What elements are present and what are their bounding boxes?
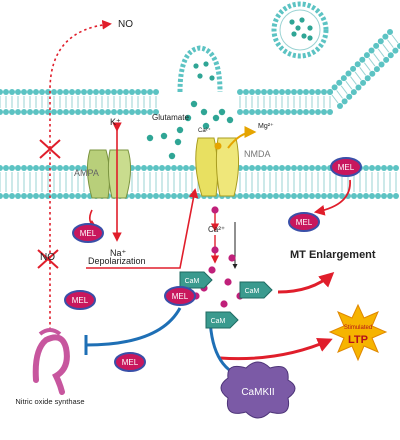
arrows — [37, 19, 351, 388]
text-labels: NO NO K⁺ Glutamate Ca²⁺ Mg²⁺ AMPA NMDA N… — [40, 19, 376, 266]
cam-protein: CaM — [205, 311, 239, 329]
inhibition-nos — [85, 307, 182, 347]
mel-label: MEL — [122, 358, 139, 367]
calcium-dots — [192, 206, 244, 308]
depolarization-arrow — [160, 188, 199, 269]
cam-protein: CaM — [179, 271, 213, 289]
glutamate-molecule — [200, 108, 208, 116]
mt-enlargement-label: MT Enlargement — [290, 249, 376, 261]
cam-label: CaM — [185, 278, 200, 285]
calcium-ion — [211, 246, 219, 254]
glutamate-molecule — [174, 138, 182, 146]
mel-label: MEL — [172, 292, 189, 301]
glutamate-molecule — [202, 122, 210, 130]
glutamate-molecule — [226, 116, 234, 124]
cam-protein: CaM — [239, 281, 273, 299]
glutamate-dots — [146, 100, 234, 160]
ca-small-label: Ca²⁺ — [198, 127, 211, 134]
presynaptic-membrane-curve — [327, 29, 400, 109]
calcium-ion — [224, 278, 232, 286]
glutamate-molecule — [146, 134, 154, 142]
no-top-label: NO — [118, 19, 133, 30]
nmda-label: NMDA — [244, 149, 271, 159]
depolarization-label: Depolarization — [88, 256, 146, 266]
calcium-ion — [208, 266, 216, 274]
mg-ion — [214, 142, 222, 150]
mg-label: Mg²⁺ — [258, 123, 274, 130]
calcium-ion — [211, 206, 219, 214]
mel-badge: MEL — [330, 157, 362, 177]
calcium-ion — [228, 254, 236, 262]
camkii-label: CaMKII — [241, 387, 274, 398]
glutamate-molecule — [160, 132, 168, 140]
block-x-upper — [39, 139, 61, 159]
camkii: CaMKII — [220, 361, 296, 419]
presynaptic-membrane-right — [237, 89, 333, 115]
vesicle-large — [271, 1, 329, 59]
mel-label: MEL — [72, 296, 89, 305]
cam-label: CaM — [245, 288, 260, 295]
mel-group: MEL MEL MEL MEL MEL MEL — [64, 157, 362, 372]
mel-badge: MEL — [288, 212, 320, 232]
cam-group: CaM CaM CaM — [179, 271, 273, 329]
na-plus-label: Na⁺ — [110, 248, 127, 258]
no-left-label: NO — [40, 252, 55, 263]
glutamate-label: Glutamate — [152, 113, 189, 122]
glutamate-molecule — [212, 114, 220, 122]
glutamate-molecule — [190, 100, 198, 108]
ltp-starburst: Stimulated LTP — [328, 303, 388, 362]
presynaptic-membrane-left — [0, 89, 159, 115]
ltp-label: LTP — [348, 334, 368, 346]
mel-badge: MEL — [164, 286, 196, 306]
block-x-lower — [37, 249, 59, 269]
mel-label: MEL — [296, 218, 313, 227]
calcium-ion — [220, 300, 228, 308]
vesicle-fusing — [177, 45, 223, 93]
mel-label: MEL — [80, 229, 97, 238]
nmda-receptor — [195, 137, 240, 197]
ltp-small-label: Stimulated — [344, 325, 372, 331]
mel-label: MEL — [338, 163, 355, 172]
glutamate-molecule — [176, 126, 184, 134]
nitric-oxide-synthase: Nitric oxide synthase — [15, 328, 85, 406]
mel-badge: MEL — [72, 223, 104, 243]
no-release-arrow — [49, 19, 112, 330]
nos-label: Nitric oxide synthase — [15, 397, 84, 406]
mel-badge: MEL — [114, 352, 146, 372]
cam-label: CaM — [211, 318, 226, 325]
k-plus-label: K⁺ — [110, 117, 121, 127]
ca-label: Ca²⁺ — [208, 225, 225, 234]
glutamate-molecule — [168, 152, 176, 160]
glutamate-molecule — [218, 108, 226, 116]
vesicles — [177, 1, 329, 93]
glutamate-molecule — [184, 114, 192, 122]
ampa-label: AMPA — [74, 168, 99, 178]
mel-badge: MEL — [64, 290, 96, 310]
